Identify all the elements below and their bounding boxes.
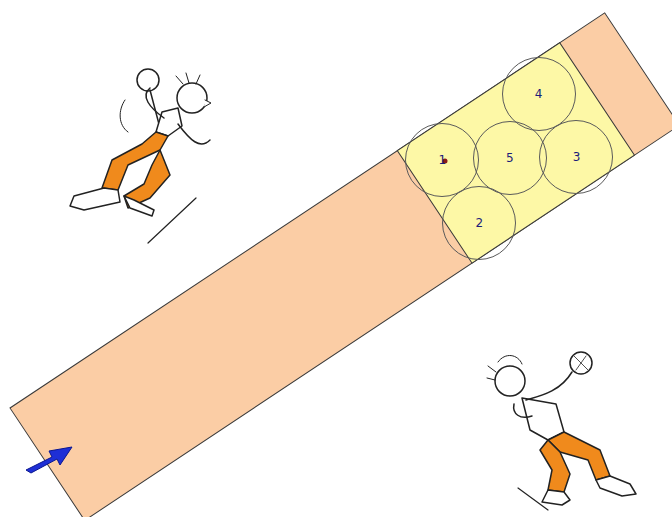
pin-number: 5 (506, 152, 514, 164)
pin-circle: 3 (539, 120, 613, 194)
pin-circle: 2 (442, 186, 516, 260)
bowler-figure (70, 69, 211, 243)
lane (10, 13, 672, 517)
pin-number: 1 (438, 154, 446, 166)
pin-number: 2 (475, 217, 483, 229)
pin-circle: 5 (473, 121, 547, 195)
pin-number: 4 (535, 88, 543, 100)
pin-circle: 4 (502, 57, 576, 131)
bowler-figure (487, 352, 636, 510)
direction-arrow (26, 447, 72, 473)
pin-number: 3 (573, 151, 581, 163)
